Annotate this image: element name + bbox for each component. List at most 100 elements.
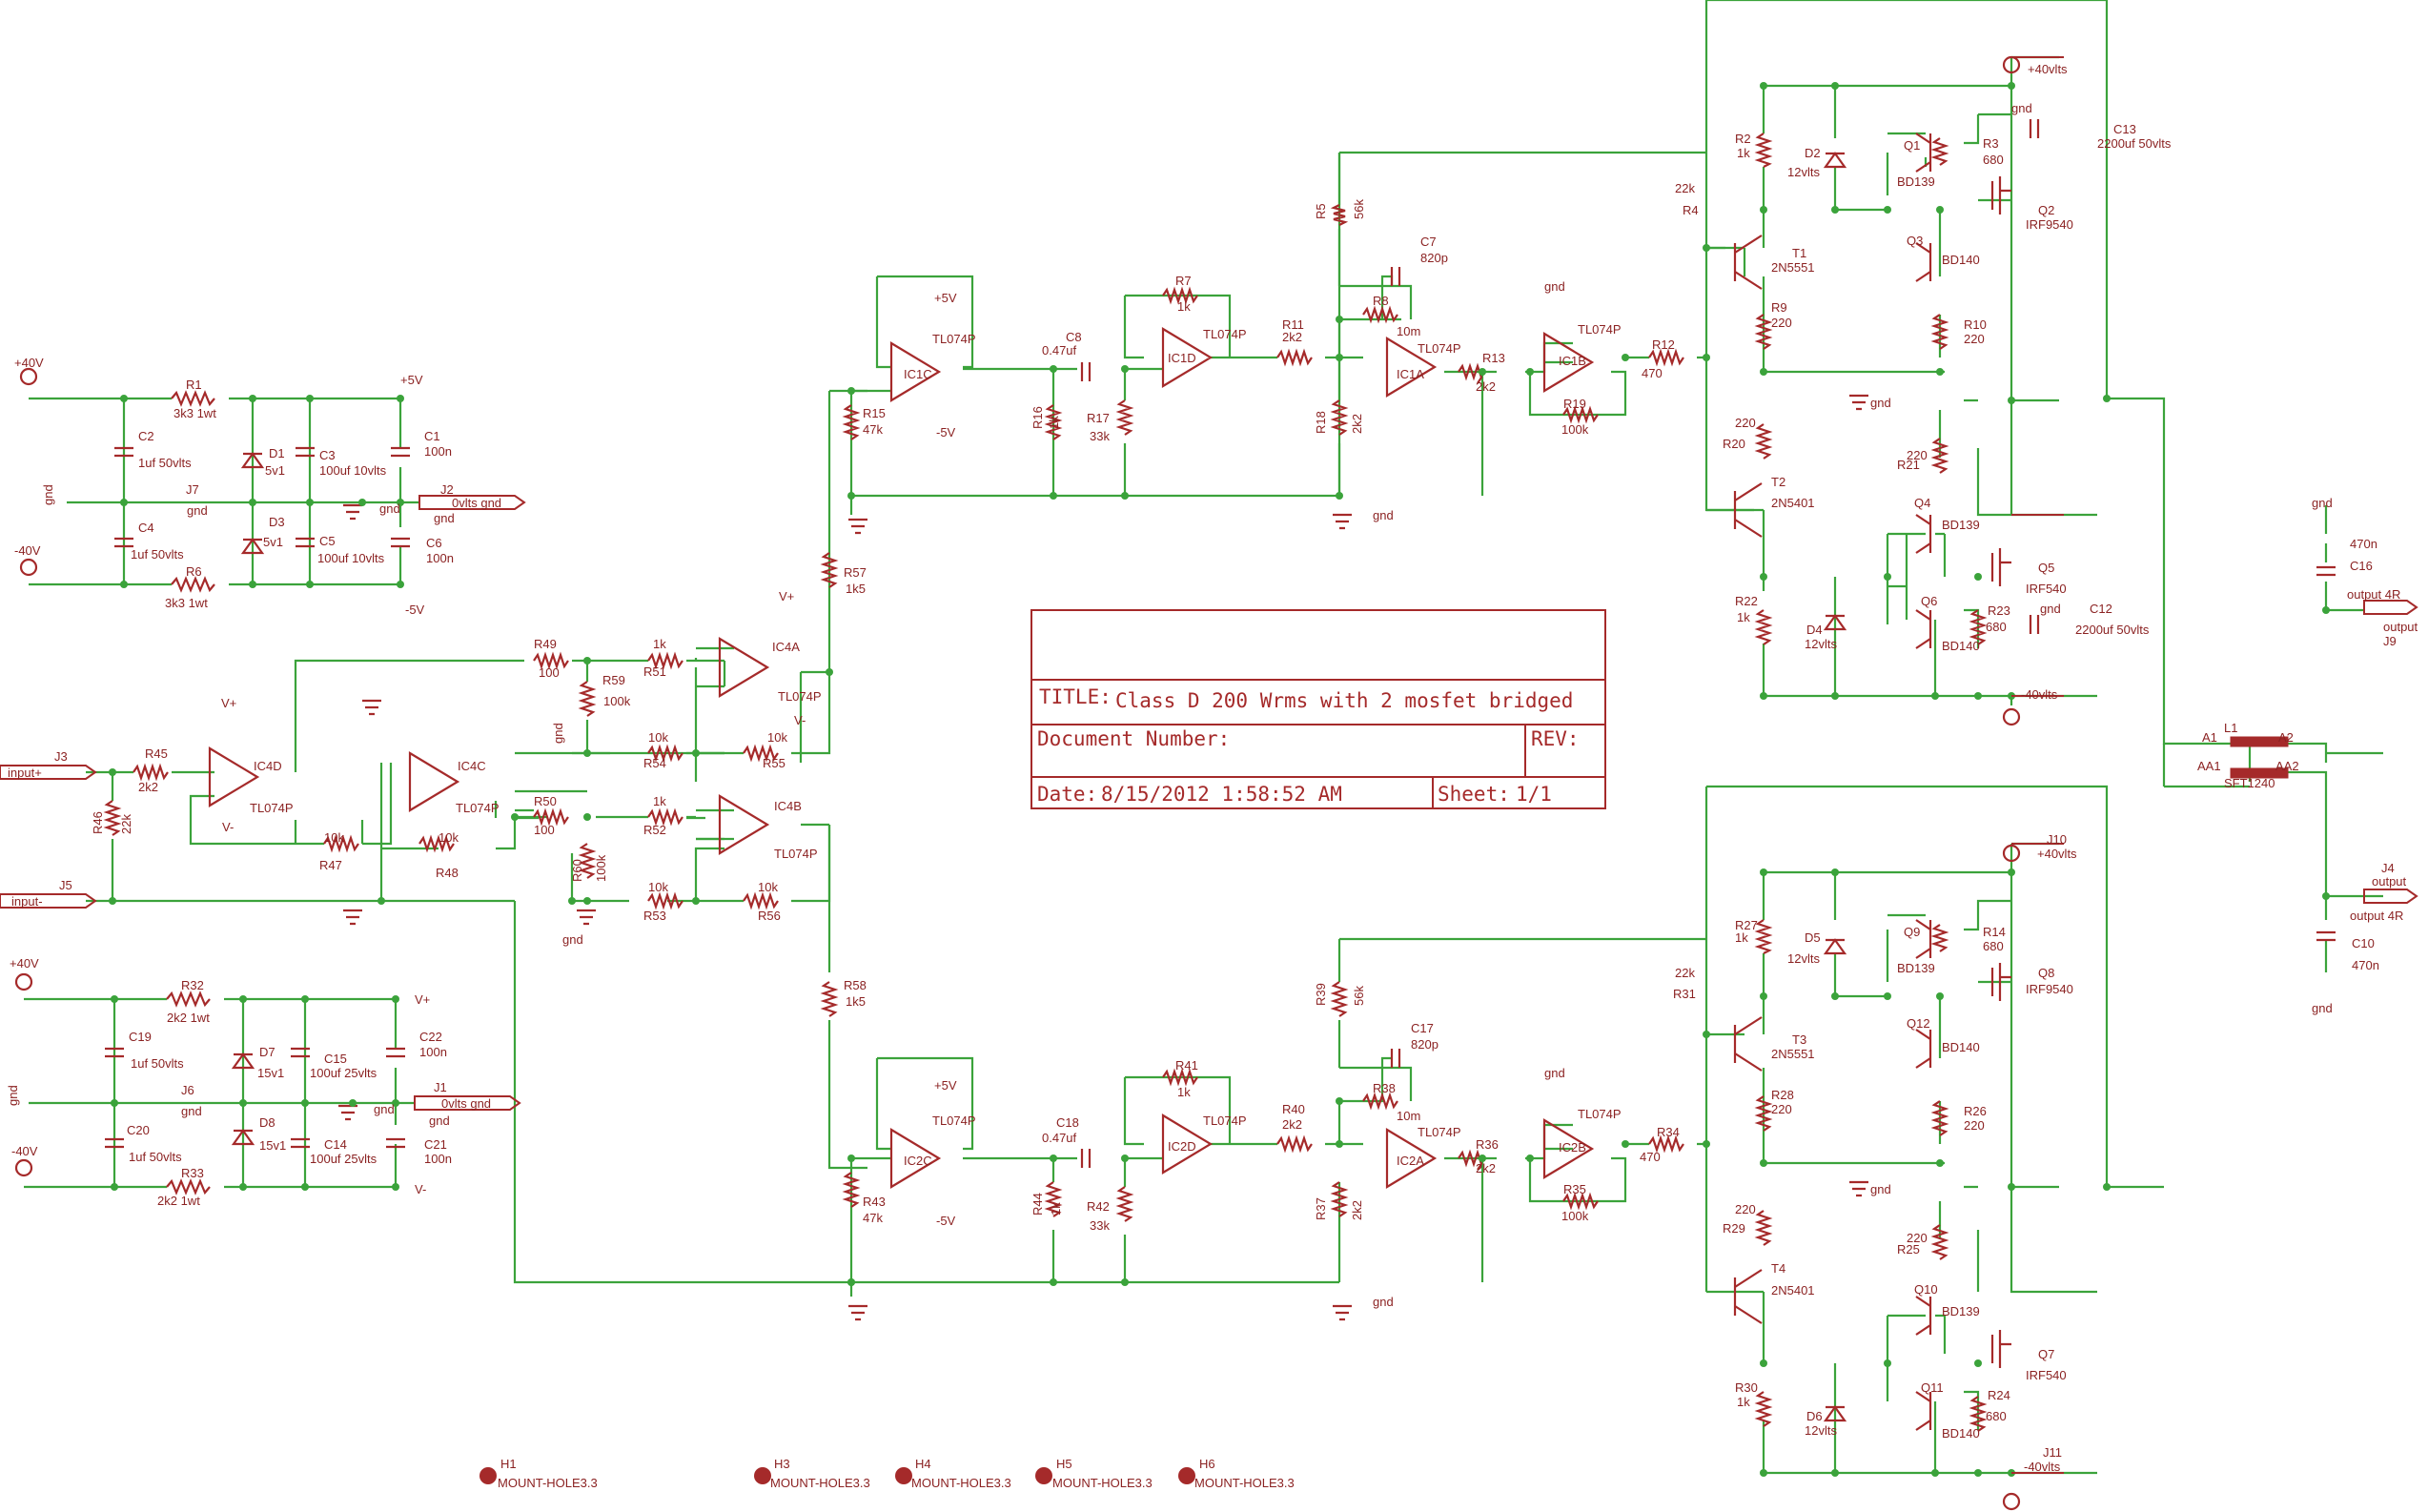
component-label: gnd	[374, 1102, 395, 1116]
component-label: D5	[1805, 930, 1821, 945]
component-label: R3	[1983, 136, 1999, 151]
component-label: IC2D	[1168, 1139, 1196, 1154]
component-label: D3	[269, 515, 285, 529]
component-label: R10	[1964, 317, 1987, 332]
component-label: Q8	[2038, 966, 2054, 980]
component-label: C8	[1066, 330, 1082, 344]
component-label: 680	[1983, 939, 2004, 953]
component-label: 3k3 1wt	[165, 596, 208, 610]
component-label: TL074P	[778, 689, 822, 704]
component-label: T1	[1792, 246, 1806, 260]
component-label: 15v1	[259, 1138, 286, 1153]
component-label: R6	[186, 564, 202, 579]
component-label: C21	[424, 1137, 447, 1152]
component-label: R29	[1723, 1221, 1745, 1236]
component-label: R8	[1373, 294, 1389, 308]
component-label: TL074P	[1578, 1107, 1622, 1121]
component-label: R51	[643, 664, 666, 679]
component-label: 56k	[1352, 199, 1366, 219]
component-label: 2k2	[1476, 379, 1496, 394]
component-label: C19	[129, 1030, 152, 1044]
component-label: TL074P	[1203, 1114, 1247, 1128]
component-label: C2	[138, 429, 154, 443]
component-label: T3	[1792, 1032, 1806, 1047]
component-label: C6	[426, 536, 442, 550]
component-label: 22k	[1675, 966, 1695, 980]
component-label: R18	[1314, 411, 1328, 434]
component-label: R2	[1735, 132, 1751, 146]
power-symbols	[14, 55, 2021, 1511]
component-label: 1k	[1177, 1085, 1191, 1099]
component-label: 10k	[767, 730, 787, 745]
component-label: 12vlts	[1805, 637, 1837, 651]
component-label: 1k	[1737, 1395, 1750, 1409]
component-label: 12vlts	[1805, 1423, 1837, 1438]
component-label: D7	[259, 1045, 275, 1059]
component-label: R31	[1673, 987, 1696, 1001]
component-label: 220	[1907, 448, 1928, 462]
component-label: V-	[794, 713, 806, 727]
component-label: 1k	[653, 794, 666, 808]
component-label: D4	[1806, 623, 1823, 637]
component-label: Q5	[2038, 561, 2054, 575]
component-label: IC1B	[1559, 354, 1586, 368]
component-label: gnd	[434, 511, 455, 525]
component-label: D6	[1806, 1409, 1823, 1423]
component-label: MOUNT-HOLE3.3	[770, 1476, 870, 1490]
component-label: 2k2	[1350, 1200, 1364, 1220]
component-label: J2	[440, 482, 454, 497]
component-label: D1	[269, 446, 285, 460]
component-label: 1k	[1737, 146, 1750, 160]
component-label: gnd	[1544, 279, 1565, 294]
component-label: TL074P	[1203, 327, 1247, 341]
component-label: R49	[534, 637, 557, 651]
component-label: Q10	[1914, 1282, 1938, 1297]
component-label: 220	[1964, 1118, 1985, 1133]
component-label: 12vlts	[1787, 951, 1820, 966]
junction-dots	[109, 82, 2330, 1477]
component-label: R38	[1373, 1081, 1396, 1095]
component-label: gnd	[551, 723, 565, 744]
component-label: 1k5	[846, 582, 866, 596]
mount-holes	[479, 1467, 1195, 1484]
component-label: R12	[1652, 337, 1675, 352]
component-label: R55	[763, 756, 786, 770]
component-label: J9	[2383, 634, 2397, 648]
component-label: IC2A	[1397, 1154, 1424, 1168]
component-label: 2k2	[1282, 330, 1302, 344]
component-label: 100uf 10vlts	[319, 463, 387, 478]
component-label: BD139	[1942, 518, 1980, 532]
component-label: 680	[1986, 620, 2007, 634]
component-label: D8	[259, 1115, 275, 1130]
component-label: Q12	[1907, 1016, 1930, 1031]
component-label: R28	[1771, 1088, 1794, 1102]
component-label: R19	[1563, 397, 1586, 411]
component-label: Q1	[1904, 138, 1920, 153]
connector-flags	[0, 56, 2418, 1474]
component-label: output 4R	[2347, 587, 2400, 602]
component-label: Q2	[2038, 203, 2054, 217]
component-label: R32	[181, 978, 204, 992]
component-label: BD139	[1942, 1304, 1980, 1318]
component-label: R16	[1030, 406, 1045, 429]
component-label: 1k	[1737, 610, 1750, 624]
component-label: 1uf 50vlts	[131, 1056, 184, 1071]
component-label: gnd	[429, 1114, 450, 1128]
component-label: R37	[1314, 1197, 1328, 1220]
title-label: TITLE:	[1039, 685, 1112, 708]
component-label: A1	[2202, 730, 2217, 745]
component-label: 1k5	[846, 994, 866, 1009]
component-label: 1uf 50vlts	[129, 1150, 182, 1164]
component-label: gnd	[1870, 1182, 1891, 1196]
component-label: TL074P	[1578, 322, 1622, 337]
component-label: R1	[186, 378, 202, 392]
component-label: 2k2 1wt	[157, 1194, 200, 1208]
component-label: Q6	[1921, 594, 1937, 608]
component-label: R41	[1175, 1058, 1198, 1073]
component-label: output	[2372, 874, 2407, 889]
component-label: Q4	[1914, 496, 1930, 510]
component-label: +40V	[10, 956, 39, 971]
component-label: TL074P	[1418, 341, 1461, 356]
inductor-bars	[2230, 736, 2289, 779]
component-label: R57	[844, 565, 867, 580]
